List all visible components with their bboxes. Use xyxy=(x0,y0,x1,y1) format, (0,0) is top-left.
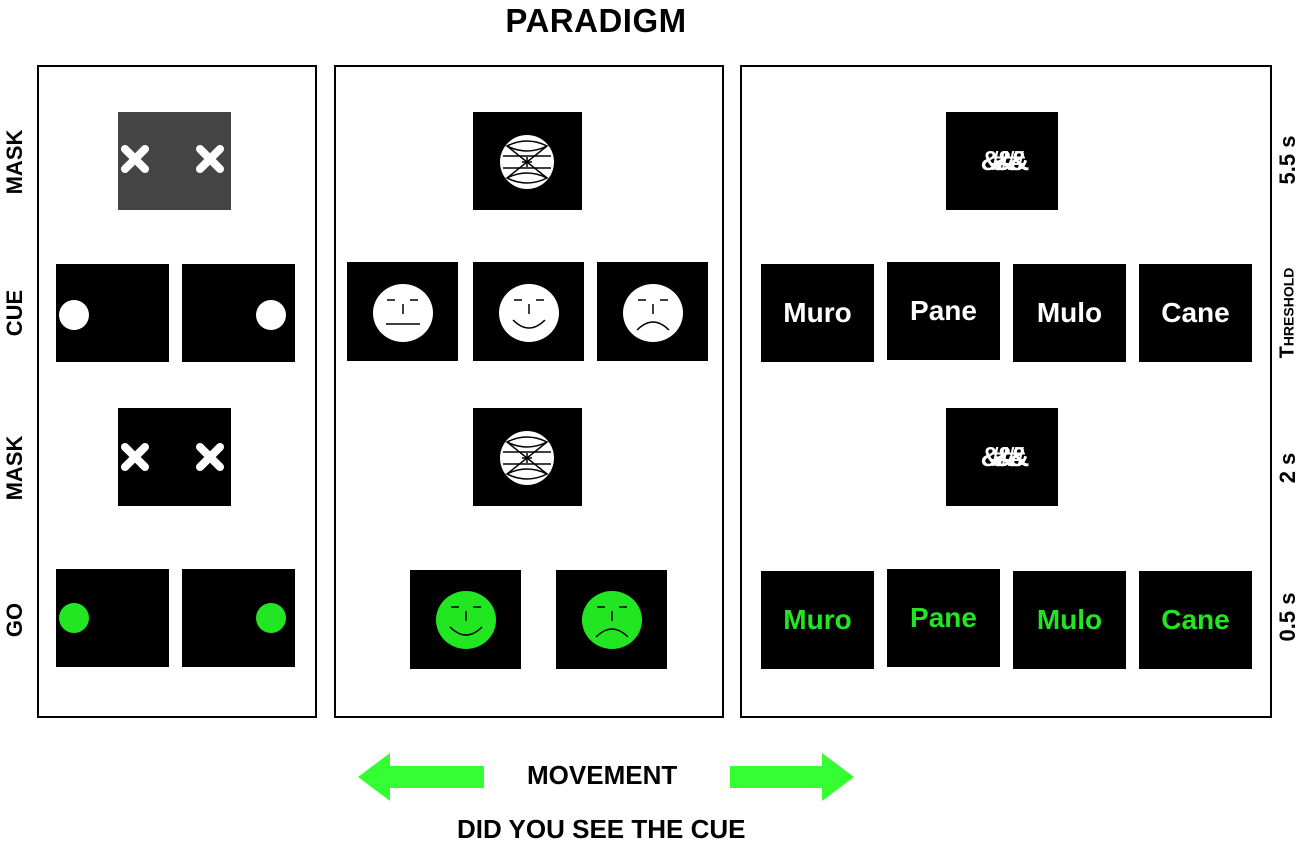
face-go-box-happy xyxy=(410,570,521,669)
x-marks-icon xyxy=(121,145,224,173)
word-cue-box-1: Muro xyxy=(761,264,874,362)
dot-go-box-right xyxy=(182,569,295,667)
sad-face-icon xyxy=(623,284,683,342)
green-dot-icon xyxy=(59,603,89,633)
face-mask-box-bottom xyxy=(473,408,582,506)
arrow-right-icon xyxy=(730,753,854,801)
row-label-mask-bottom: MASK xyxy=(2,435,27,501)
row-label-mask-top: MASK xyxy=(2,129,27,195)
white-dot-icon xyxy=(256,300,286,330)
mask-symbols-ampersands: &&& xyxy=(980,441,1030,472)
time-label-2s: 2 s xyxy=(1275,452,1300,484)
word-cue-box-2: Pane xyxy=(887,262,1000,360)
green-sad-face-icon xyxy=(582,591,642,649)
scrambled-face-icon xyxy=(500,431,554,485)
word-go-box-3: Mulo xyxy=(1013,571,1126,669)
word-cue-box-4: Cane xyxy=(1139,264,1252,362)
white-dot-icon xyxy=(59,300,89,330)
time-label-5-5s: 5.5 s xyxy=(1275,135,1300,185)
green-dot-icon xyxy=(256,603,286,633)
row-label-go: GO xyxy=(2,602,27,638)
dot-mask-box-bottom xyxy=(118,408,231,506)
row-label-cue: CUE xyxy=(2,289,27,337)
time-label-threshold: Threshold xyxy=(1276,267,1299,359)
dot-go-box-left xyxy=(56,569,169,667)
mask-symbols-ampersands: &&& xyxy=(980,145,1030,176)
word-cue-box-3: Mulo xyxy=(1013,264,1126,362)
dot-cue-box-left xyxy=(56,264,169,362)
word-go-box-4: Cane xyxy=(1139,571,1252,669)
scrambled-face-icon xyxy=(500,135,554,189)
time-label-0-5s: 0.5 s xyxy=(1275,592,1300,642)
face-mask-box-top xyxy=(473,112,582,210)
mask-symbols-hashes: ### xyxy=(990,441,1026,472)
arrow-left-icon xyxy=(358,753,484,801)
face-cue-box-neutral xyxy=(347,262,458,361)
word-mask-box-bottom: &&& ### xyxy=(946,408,1058,506)
x-marks-icon xyxy=(121,443,224,471)
face-cue-box-happy xyxy=(473,262,584,361)
dot-cue-box-right xyxy=(182,264,295,362)
question-label: DID YOU SEE THE CUE xyxy=(457,814,746,844)
page-title: PARADIGM xyxy=(505,2,687,39)
face-cue-box-sad xyxy=(597,262,708,361)
neutral-face-icon xyxy=(373,284,433,342)
happy-face-icon xyxy=(499,284,559,342)
movement-label: MOVEMENT xyxy=(527,760,678,790)
green-happy-face-icon xyxy=(436,591,496,649)
dot-mask-box-top xyxy=(118,112,231,210)
word-go-box-1: Muro xyxy=(761,571,874,669)
face-go-box-sad xyxy=(556,570,667,669)
mask-symbols-hashes: ### xyxy=(990,145,1026,176)
word-mask-box-top: &&& ### xyxy=(946,112,1058,210)
word-go-box-2: Pane xyxy=(887,569,1000,667)
